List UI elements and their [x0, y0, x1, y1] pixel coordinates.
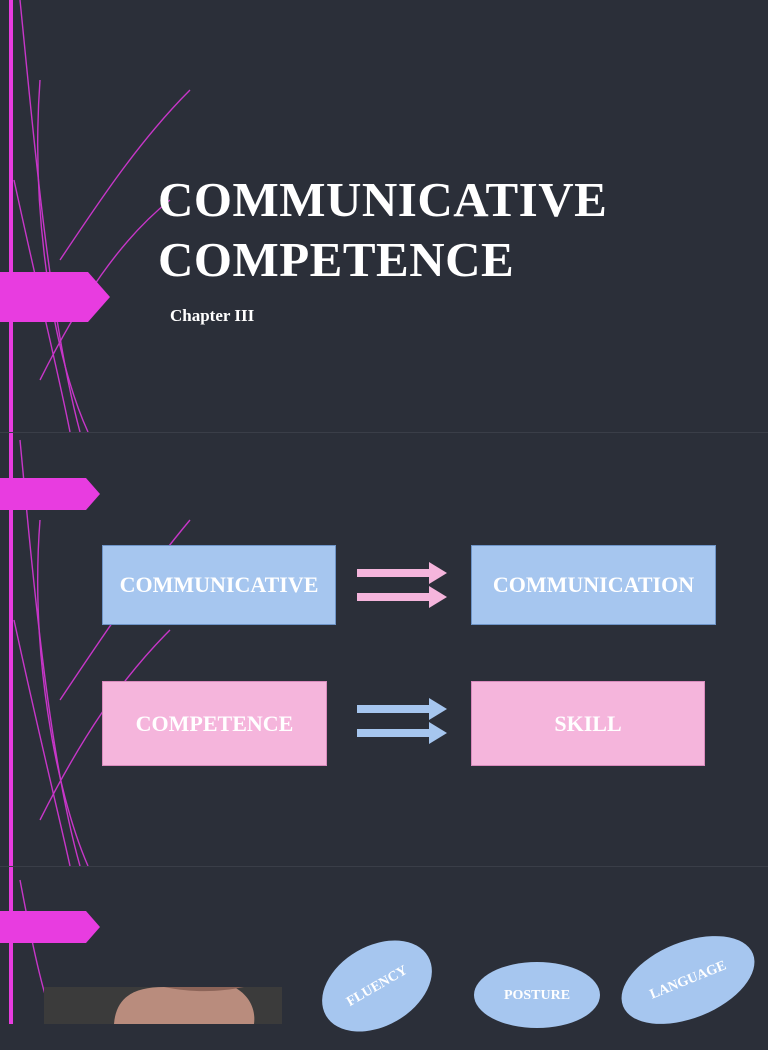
decorative-accent-lines	[0, 0, 191, 1024]
posture-label: POSTURE	[503, 987, 571, 1003]
title-line-2: COMPETENCE	[158, 232, 515, 287]
skill-box: SKILL	[471, 681, 705, 766]
title-line-1: COMMUNICATIVE	[158, 172, 608, 227]
portrait-photo	[44, 987, 282, 1024]
slide-divider	[0, 866, 768, 867]
communication-box: COMMUNICATION	[471, 545, 716, 625]
communicative-box: COMMUNICATIVE	[102, 545, 336, 625]
slide-divider	[0, 432, 768, 433]
slide-title: COMMUNICATIVE COMPETENCE	[158, 170, 718, 290]
posture-bubble: POSTURE	[474, 962, 600, 1028]
fluency-label: FLUENCY	[343, 962, 411, 1010]
double-arrow-blue	[357, 698, 447, 744]
slide-subtitle: Chapter III	[170, 306, 255, 325]
language-label: LANGUAGE	[647, 957, 729, 1003]
double-arrow-pink	[357, 562, 447, 608]
competence-box: COMPETENCE	[102, 681, 327, 766]
